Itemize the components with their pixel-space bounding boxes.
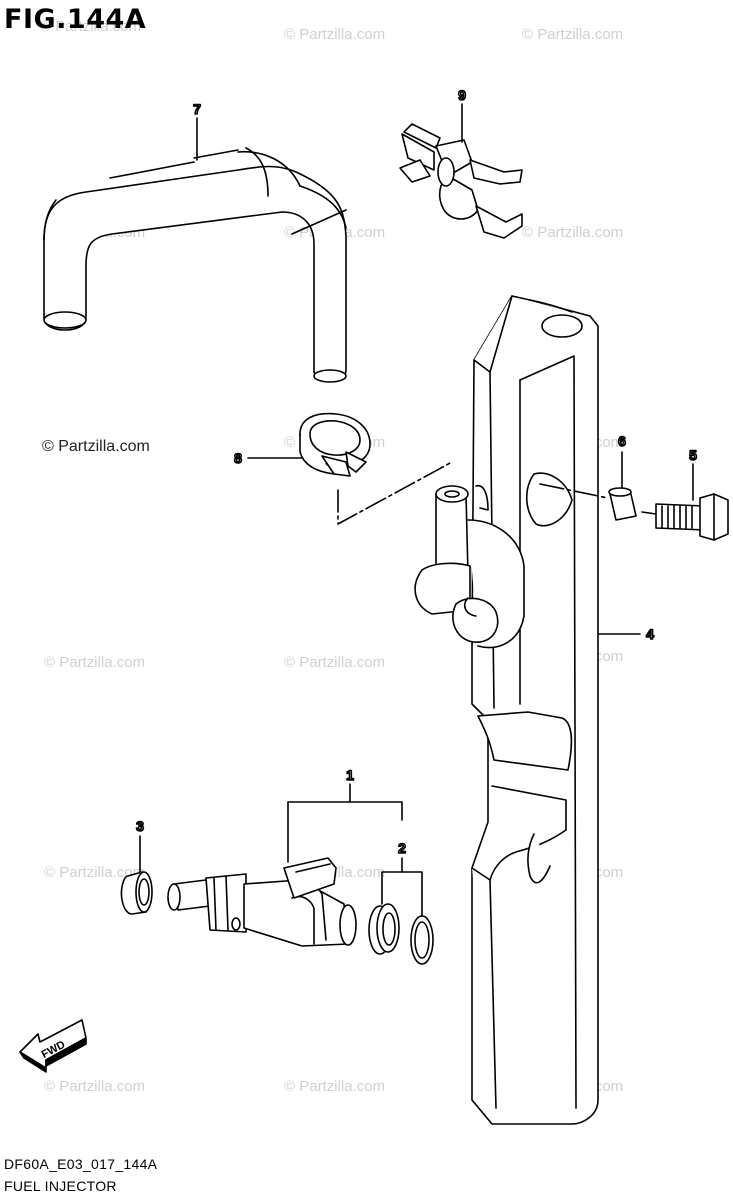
watermark-dark: © Partzilla.com xyxy=(42,438,150,455)
watermark: © Partzilla.com xyxy=(44,864,146,881)
watermark: © Partzilla.com xyxy=(44,654,146,671)
callout-4: 4 xyxy=(646,626,654,642)
watermark: © Partzilla.com xyxy=(284,654,386,671)
callout-3: 3 xyxy=(136,818,144,834)
watermark: © Partzilla.com xyxy=(522,26,624,43)
leader-1 xyxy=(287,801,403,821)
watermark: © Partzilla.com xyxy=(522,224,624,241)
callout-6: 6 xyxy=(618,433,626,449)
injector-1[interactable] xyxy=(167,857,357,947)
assembly-line-6 xyxy=(641,511,657,515)
bolt-5[interactable] xyxy=(655,493,729,541)
clamp-9[interactable] xyxy=(399,123,523,239)
watermark: © Partzilla.com xyxy=(40,18,142,35)
figure-title: FIG.144A xyxy=(4,4,147,35)
watermark: © Partzilla.com xyxy=(44,1078,146,1095)
callout-2: 2 xyxy=(398,840,406,856)
callout-1: 1 xyxy=(346,767,354,783)
figure-code: DF60A_E03_017_144A xyxy=(4,1156,158,1172)
callout-9: 9 xyxy=(458,87,466,103)
callout-7: 7 xyxy=(193,101,201,117)
cushion-ring-3[interactable] xyxy=(120,871,153,915)
watermark: © Partzilla.com xyxy=(284,1078,386,1095)
assembly-line-5 xyxy=(539,483,609,499)
assembly-line-8 xyxy=(337,461,453,525)
fuel-rail-4[interactable] xyxy=(414,295,599,1125)
callout-5: 5 xyxy=(689,447,697,463)
o-rings-2[interactable] xyxy=(368,903,434,965)
collar-6[interactable] xyxy=(608,487,637,521)
fwd-arrow-icon xyxy=(19,1019,87,1073)
callout-8: 8 xyxy=(234,450,242,466)
hose-7[interactable] xyxy=(43,147,347,383)
watermark: © Partzilla.com xyxy=(284,26,386,43)
hose-clip-8[interactable] xyxy=(299,412,371,477)
figure-name: FUEL INJECTOR xyxy=(4,1178,117,1194)
